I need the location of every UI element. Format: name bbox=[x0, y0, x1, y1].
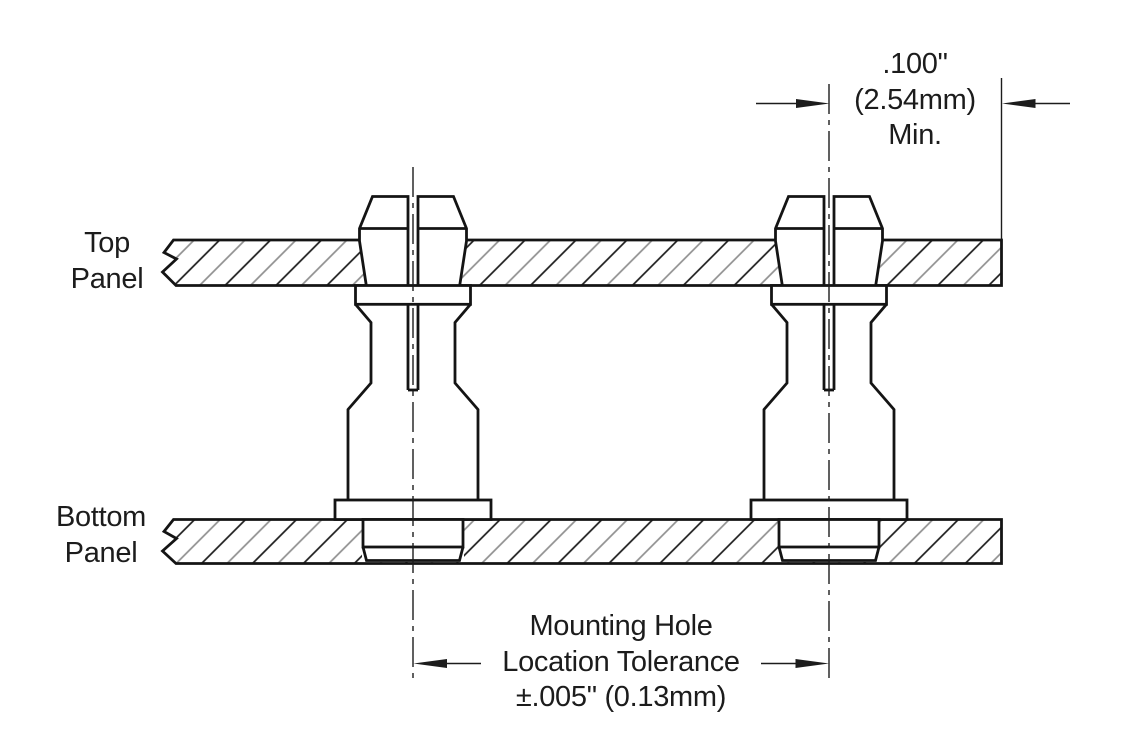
top-panel-label-line1: Top bbox=[84, 227, 130, 259]
edge-distance-value-mm: (2.54mm) bbox=[854, 83, 976, 116]
bottom-panel-label: Bottom Panel bbox=[56, 500, 146, 571]
top-panel-label: Top Panel bbox=[71, 226, 144, 297]
edge-distance-dimension-text: .100" (2.54mm) Min. bbox=[854, 47, 976, 154]
top-panel-label-line2: Panel bbox=[70, 262, 144, 295]
hole-tolerance-dimension-text: Mounting Hole Location Tolerance ±.005" … bbox=[502, 609, 740, 716]
hole-tolerance-value: ±.005" (0.13mm) bbox=[515, 681, 727, 713]
bottom-panel-label-line2: Panel bbox=[64, 536, 138, 569]
dimension-arrow-left-pointing bbox=[413, 659, 447, 668]
hole-tolerance-text-line2: Location Tolerance bbox=[502, 645, 740, 678]
hole-tolerance-dimension bbox=[413, 659, 829, 668]
dimension-arrow-right-pointing bbox=[796, 99, 830, 108]
edge-distance-value-inches: .100" bbox=[882, 48, 948, 80]
edge-distance-dimension bbox=[756, 78, 1070, 240]
dimension-arrow-right-pointing bbox=[795, 659, 829, 668]
hole-tolerance-text-line1: Mounting Hole bbox=[529, 610, 713, 642]
dimension-arrow-left-pointing bbox=[1002, 99, 1036, 108]
edge-distance-qualifier: Min. bbox=[888, 119, 942, 151]
bottom-panel-label-line1: Bottom bbox=[55, 501, 147, 533]
